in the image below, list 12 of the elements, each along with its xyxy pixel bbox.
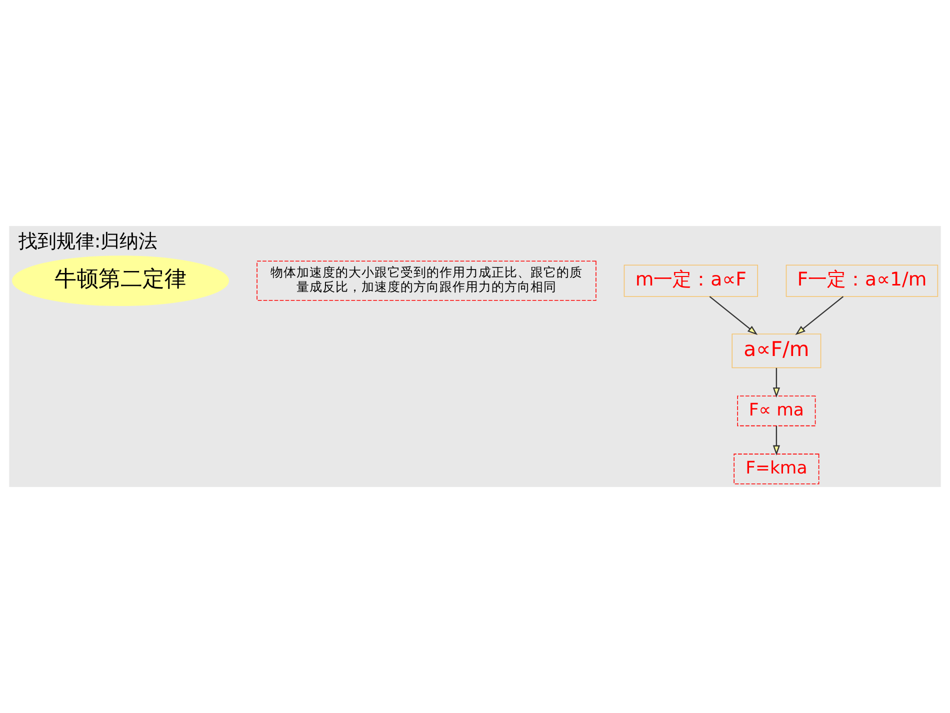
node-box: F∝ ma: [737, 396, 816, 426]
node-box: F一定：a∝1/m: [786, 264, 938, 297]
diagram-title: 找到规律:归纳法: [18, 231, 158, 252]
arrow: [772, 426, 780, 456]
node-box: m一定：a∝F: [624, 264, 758, 297]
arrow: [709, 296, 758, 335]
node-box: 物体加速度的大小跟它受到的作用力成正比、跟它的质量成反比，加速度的方向跟作用力的方向相同: [256, 260, 596, 301]
node-box: F=kma: [734, 454, 820, 484]
node-ellipse: 牛顿第二定律: [12, 256, 229, 306]
node-box: a∝F/m: [732, 334, 822, 368]
arrow: [772, 368, 780, 398]
arrow: [795, 296, 844, 335]
